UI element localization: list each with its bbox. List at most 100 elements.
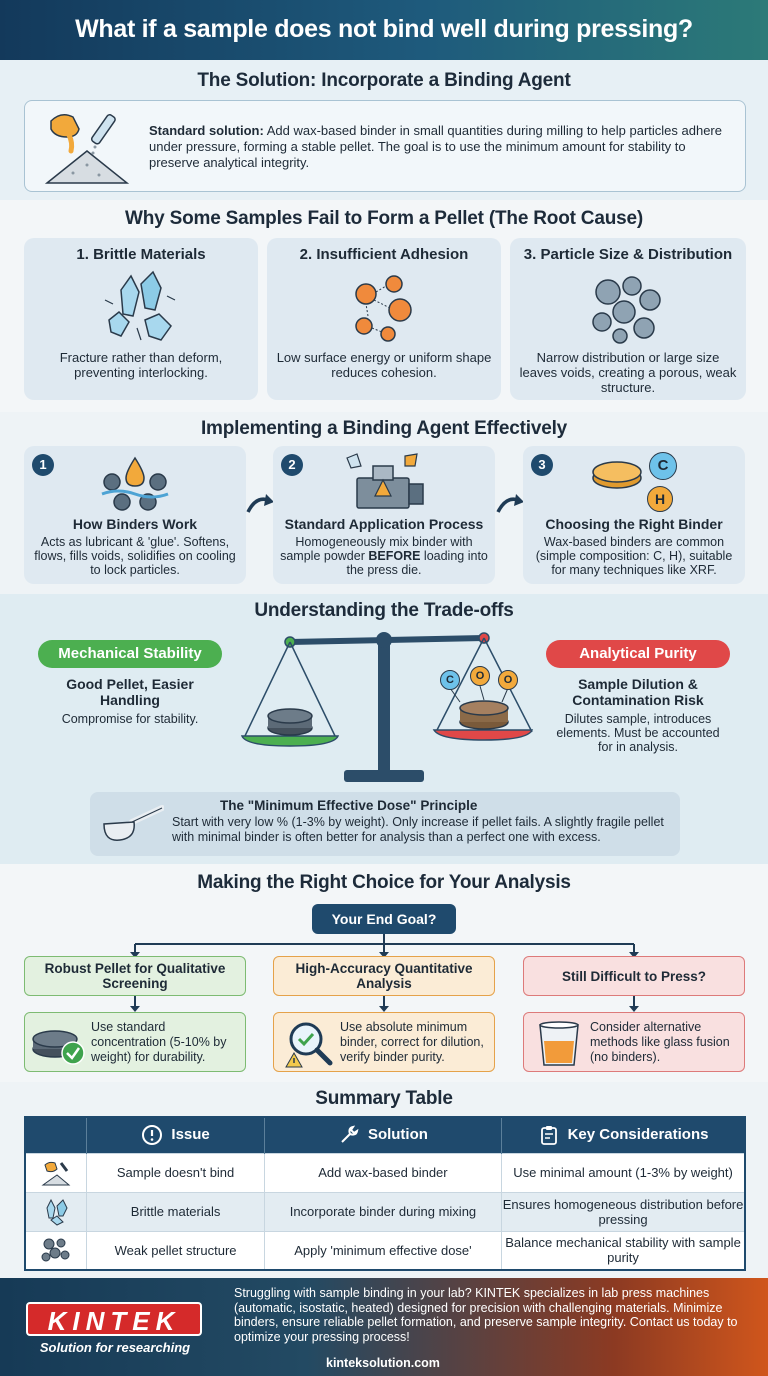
table-header-considerations: Key Considerations: [501, 1117, 745, 1153]
result-text: Consider alternative methods like glass …: [590, 1020, 730, 1064]
step-card-application-process: 2 Standard Application Process Homogeneo…: [273, 446, 495, 584]
column-label: Solution: [367, 1126, 428, 1144]
oxygen-atom-icon: O: [498, 670, 518, 690]
result-difficult: Consider alternative methods like glass …: [523, 1012, 745, 1072]
table-cell: Brittle materials: [86, 1191, 265, 1231]
arrow-right-icon: [246, 494, 274, 513]
analytical-purity-pill: Analytical Purity: [546, 640, 730, 668]
solution-text: Standard solution: Add wax-based binder …: [149, 123, 729, 171]
column-label: Key Considerations: [567, 1126, 709, 1144]
binder-pour-icon: [41, 1161, 71, 1185]
solution-box: Standard solution: Add wax-based binder …: [24, 100, 746, 192]
row-icon-cell: [24, 1191, 87, 1231]
cause-card-adhesion: 2. Insufficient Adhesion Low surface ene…: [267, 238, 501, 400]
cause-text: Low surface energy or uniform shape redu…: [276, 350, 492, 380]
table-header-row: Issue Solution Key Considerations: [25, 1117, 745, 1153]
arrow-right-icon: [496, 494, 524, 513]
carbon-atom-icon: C: [649, 452, 677, 480]
step-card-choosing-binder: 3 C H Choosing the Right Binder Wax-base…: [523, 446, 745, 584]
cause-text: Narrow distribution or large size leaves…: [519, 350, 737, 395]
step-text: Acts as lubricant & 'glue'. Softens, flo…: [34, 535, 236, 577]
spheres-icon: [41, 1238, 70, 1262]
table-cell: Sample doesn't bind: [86, 1152, 265, 1192]
hydrogen-atom-icon: H: [647, 486, 673, 512]
left-tradeoff-text: Compromise for stability.: [61, 712, 199, 726]
table-cell: Balance mechanical stability with sample…: [501, 1230, 745, 1270]
step-title: Standard Application Process: [284, 516, 484, 532]
table-row: Weak pellet structure Apply 'minimum eff…: [24, 1230, 745, 1270]
spheres-icon: [592, 276, 661, 344]
step-title: How Binders Work: [72, 516, 198, 532]
table-row: Sample doesn't bind Add wax-based binder…: [24, 1152, 745, 1192]
implement-section: Implementing a Binding Agent Effectively…: [0, 412, 768, 594]
right-tradeoff-title: Sample Dilution & Contamination Risk: [572, 676, 704, 708]
principle-text: Start with very low % (1-3% by weight). …: [172, 815, 664, 844]
choice-section: Making the Right Choice for Your Analysi…: [0, 864, 768, 1082]
option-qualitative: Robust Pellet for Qualitative Screening: [24, 956, 246, 996]
summary-section: Summary Table Issue Solution Key Conside…: [0, 1082, 768, 1278]
page-title: What if a sample does not bind well duri…: [75, 15, 693, 43]
mechanical-stability-pill: Mechanical Stability: [38, 640, 222, 668]
row-icon-cell: [24, 1230, 87, 1270]
option-quantitative: High-Accuracy Quantitative Analysis: [273, 956, 495, 996]
result-qualitative: Use standard concentration (5-10% by wei…: [24, 1012, 246, 1072]
table-cell: Add wax-based binder: [263, 1152, 502, 1192]
website-link[interactable]: kinteksolution.com: [326, 1356, 440, 1370]
cause-text: Fracture rather than deform, preventing …: [59, 350, 223, 380]
pellet-check-icon: [32, 1030, 85, 1065]
tradeoffs-heading: Understanding the Trade-offs: [254, 600, 514, 621]
crystal-icon: [46, 1198, 68, 1226]
crucible-icon: [539, 1021, 579, 1066]
step-card-how-binders-work: 1 How Binders Work Acts as lubricant & '…: [24, 446, 246, 584]
summary-table: Issue Solution Key Considerations Sample…: [24, 1116, 746, 1271]
solution-section: The Solution: Incorporate a Binding Agen…: [0, 60, 768, 200]
principle-title: The "Minimum Effective Dose" Principle: [220, 798, 478, 813]
clipboard-check-icon: [540, 1126, 557, 1146]
choice-heading: Making the Right Choice for Your Analysi…: [197, 872, 571, 893]
column-label: Issue: [171, 1126, 210, 1144]
result-quantitative: Use absolute minimum binder, correct for…: [273, 1012, 495, 1072]
cause-title: 1. Brittle Materials: [76, 246, 206, 263]
table-header-solution: Solution: [263, 1117, 502, 1153]
step-text-emphasis: BEFORE: [368, 549, 421, 563]
wax-pellet-icon: [592, 461, 642, 489]
implement-heading: Implementing a Binding Agent Effectively: [200, 418, 568, 439]
footer: KINTEK Solution for researching Struggli…: [0, 1278, 768, 1376]
kintek-logo: KINTEK: [26, 1302, 202, 1336]
result-text: Use standard concentration (5-10% by wei…: [91, 1020, 227, 1064]
cause-card-brittle: 1. Brittle Materials Fracture rather tha…: [24, 238, 258, 400]
step-number: 1: [32, 454, 54, 476]
table-cell: Incorporate binder during mixing: [263, 1191, 502, 1231]
tradeoffs-section: Understanding the Trade-offs Mechanical …: [0, 594, 768, 864]
carbon-atom-icon: C: [440, 670, 460, 690]
table-cell: Weak pellet structure: [86, 1230, 265, 1270]
binder-pouring-icon: [44, 114, 130, 184]
root-cause-heading: Why Some Samples Fail to Form a Pellet (…: [125, 208, 643, 229]
step-number: 2: [281, 454, 303, 476]
step-text-part: Homogeneously mix binder with sample pow…: [280, 535, 473, 563]
table-row: Brittle materials Incorporate binder dur…: [24, 1191, 745, 1231]
particles-icon: [355, 275, 412, 342]
table-header-issue: Issue: [86, 1117, 265, 1153]
mixing-press-icon: [346, 453, 424, 509]
solution-lead: Standard solution:: [149, 123, 264, 138]
step-title: Choosing the Right Binder: [545, 516, 723, 532]
end-goal-box: Your End Goal?: [312, 904, 456, 934]
balance-scale-icon: [240, 632, 534, 782]
footer-text: Struggling with sample binding in your l…: [234, 1286, 738, 1344]
crystal-icon: [104, 270, 176, 341]
decision-connectors: [130, 934, 639, 1012]
binder-drop-icon: [101, 456, 169, 511]
title-bar: What if a sample does not bind well duri…: [0, 0, 768, 60]
row-icon-cell: [24, 1152, 87, 1192]
option-difficult: Still Difficult to Press?: [523, 956, 745, 996]
table-cell: Use minimal amount (1-3% by weight): [501, 1152, 745, 1192]
step-number: 3: [531, 454, 553, 476]
summary-heading: Summary Table: [315, 1088, 453, 1109]
wrench-icon: [341, 1125, 359, 1143]
root-cause-section: Why Some Samples Fail to Form a Pellet (…: [0, 200, 768, 412]
oxygen-atom-icon: O: [470, 666, 490, 686]
step-text-part: loading into the press die.: [346, 549, 488, 577]
right-tradeoff-text: Dilutes sample, introduces elements. Mus…: [556, 712, 720, 754]
